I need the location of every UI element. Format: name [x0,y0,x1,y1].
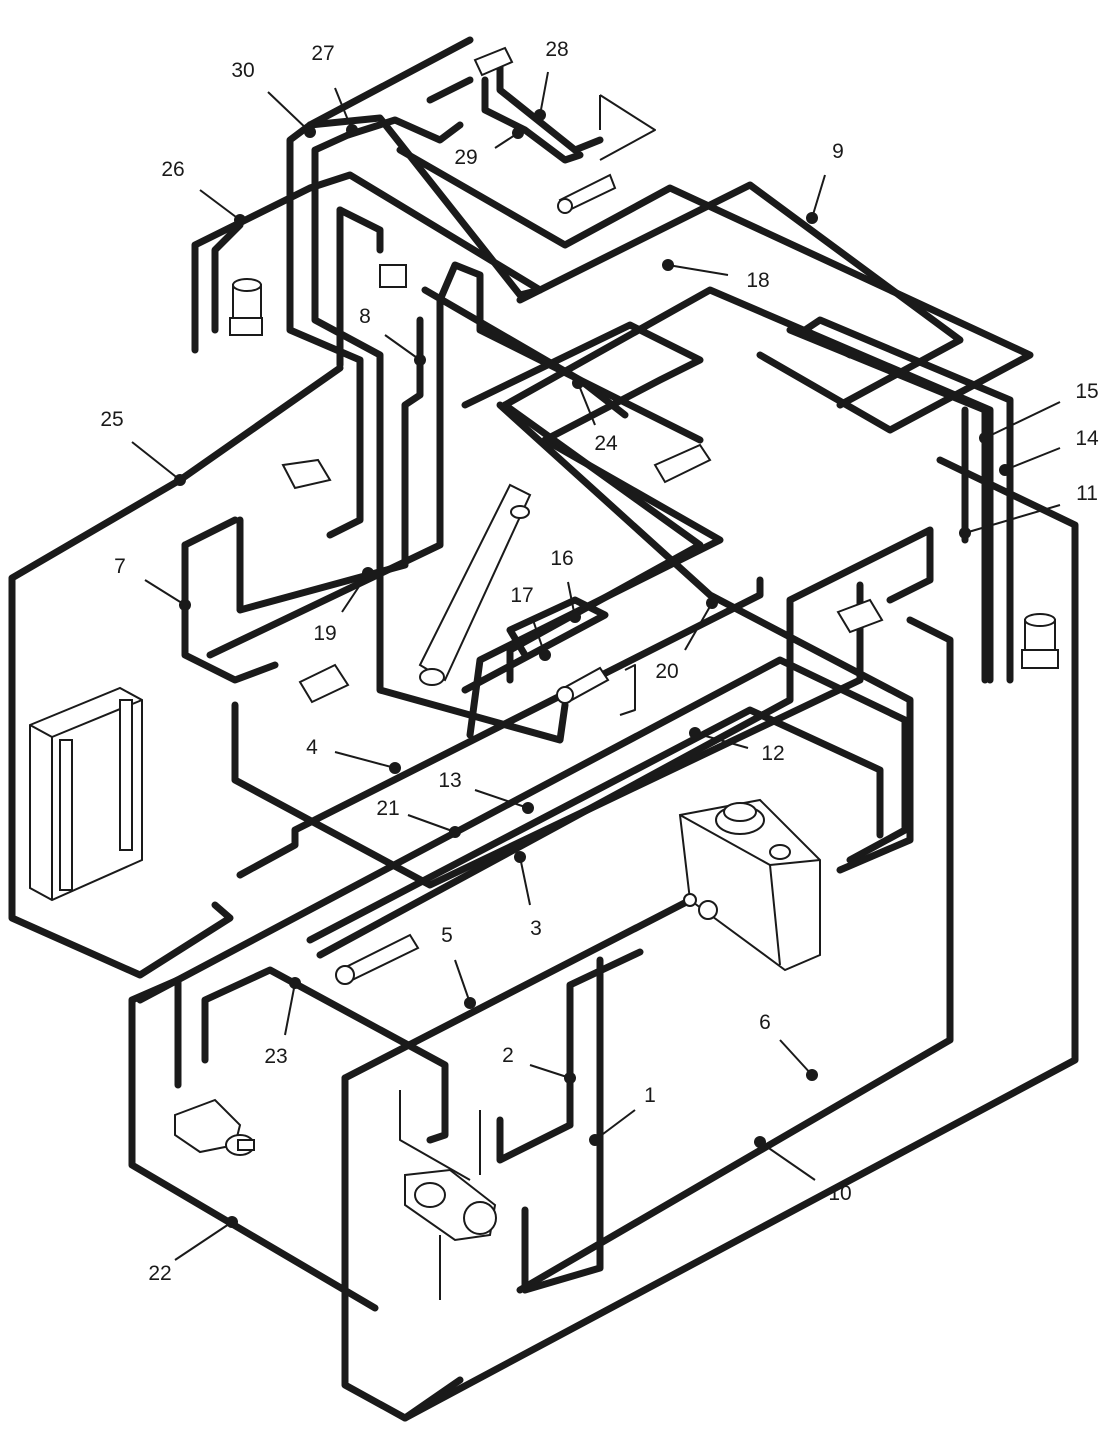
solenoid-right-icon [836,598,884,634]
callout-17: 17 [510,584,533,607]
callout-10: 10 [828,1182,851,1205]
hose-network [8,36,1079,1422]
callout-11: 11 [1076,482,1098,505]
callout-7: 7 [114,555,126,578]
callout-27: 27 [311,42,334,65]
callout-23: 23 [264,1045,287,1068]
components [29,46,1059,1242]
callout-6: 6 [759,1011,771,1034]
hydraulic-tank-icon [678,798,821,972]
callout-29: 29 [454,146,477,169]
callout-16: 16 [550,547,573,570]
callout-8: 8 [359,305,371,328]
filter-left-icon [229,278,263,336]
callout-9: 9 [832,140,844,163]
callout-20: 20 [655,660,678,683]
callout-dots [174,109,1011,1228]
callout-28: 28 [545,38,568,61]
oil-cooler-icon [29,686,143,902]
callout-25: 25 [100,408,123,431]
main-pump-icon [404,1168,497,1242]
callout-21: 21 [376,797,399,820]
small-cylinder-bottom-icon [335,933,420,985]
callout-13: 13 [438,769,461,792]
valve-upper-center-icon [379,264,407,288]
callout-30: 30 [231,59,254,82]
callout-15: 15 [1075,380,1098,403]
callout-2: 2 [502,1044,514,1067]
callout-12: 12 [761,742,784,765]
callout-22: 22 [148,1262,171,1285]
small-cylinder-mid-icon [556,666,610,704]
callout-26: 26 [161,158,184,181]
hydraulic-cylinder-icon [418,483,532,686]
callout-24: 24 [594,432,618,455]
callout-19: 19 [313,622,336,645]
callout-3: 3 [530,917,542,940]
control-valve-block-icon [653,443,712,484]
small-cylinder-top-icon [557,173,617,214]
valve-left-icon [281,458,332,490]
callout-18: 18 [746,269,769,292]
leader-lines [131,71,1061,1261]
callout-5: 5 [441,924,453,947]
fine-lines [399,94,656,1300]
callout-1: 1 [644,1084,656,1107]
hydraulic-motor-icon [174,1098,255,1156]
callout-14: 14 [1075,427,1099,450]
callout-4: 4 [306,736,318,759]
solenoid-left-icon [298,663,350,704]
callout-labels: 1 2 3 4 5 6 7 8 9 10 11 12 13 14 15 16 1… [100,38,1099,1285]
valve-top-icon [473,46,514,77]
filter-right-icon [1021,613,1059,669]
